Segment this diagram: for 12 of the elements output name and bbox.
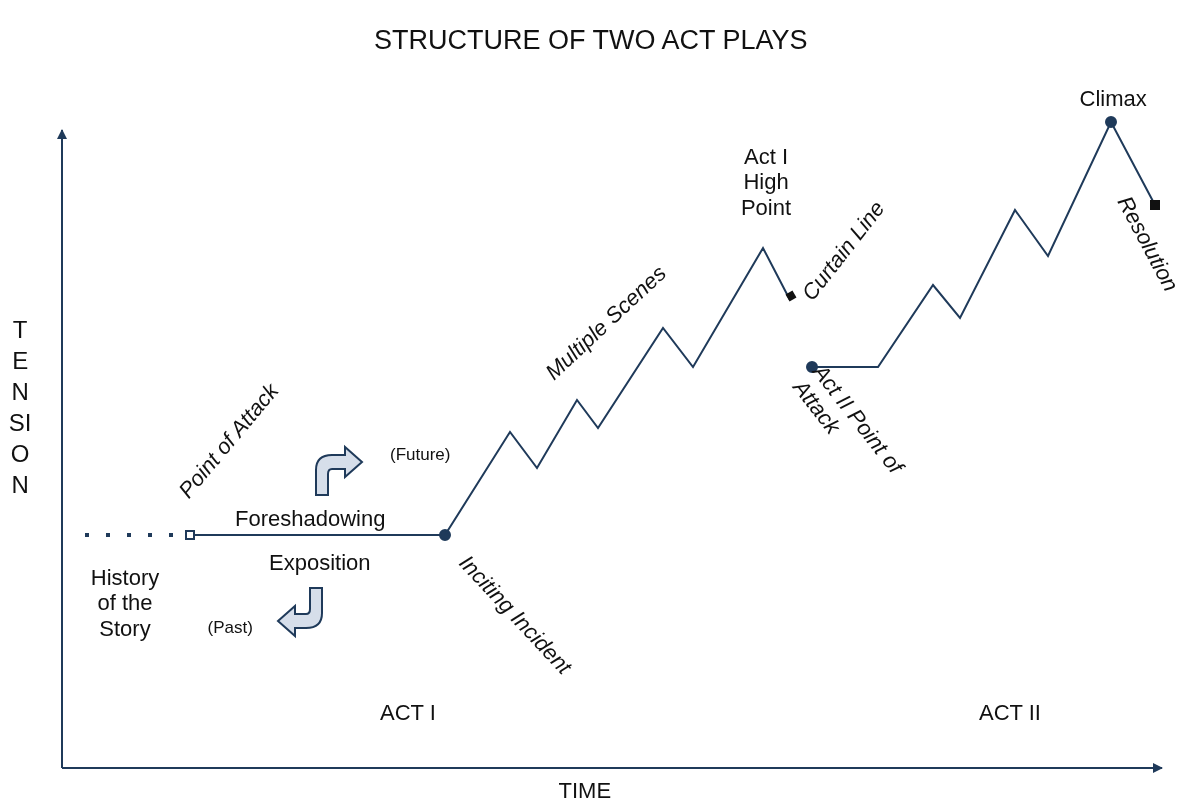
title: STRUCTURE OF TWO ACT PLAYS [374, 24, 808, 56]
point-label: Act I High Point [739, 144, 793, 220]
segment-label: Exposition [269, 549, 371, 575]
point-label: Climax [1079, 85, 1147, 111]
act-label: ACT II [979, 699, 1041, 725]
axis-label: TIME [558, 777, 612, 803]
axis-label: TENSION [7, 314, 33, 501]
direction-label: (Past) [207, 618, 253, 638]
direction-label: (Future) [390, 445, 451, 465]
segment-label: History of the Story [89, 565, 161, 641]
segment-label: Foreshadowing [235, 505, 386, 531]
act-label: ACT I [380, 699, 436, 725]
